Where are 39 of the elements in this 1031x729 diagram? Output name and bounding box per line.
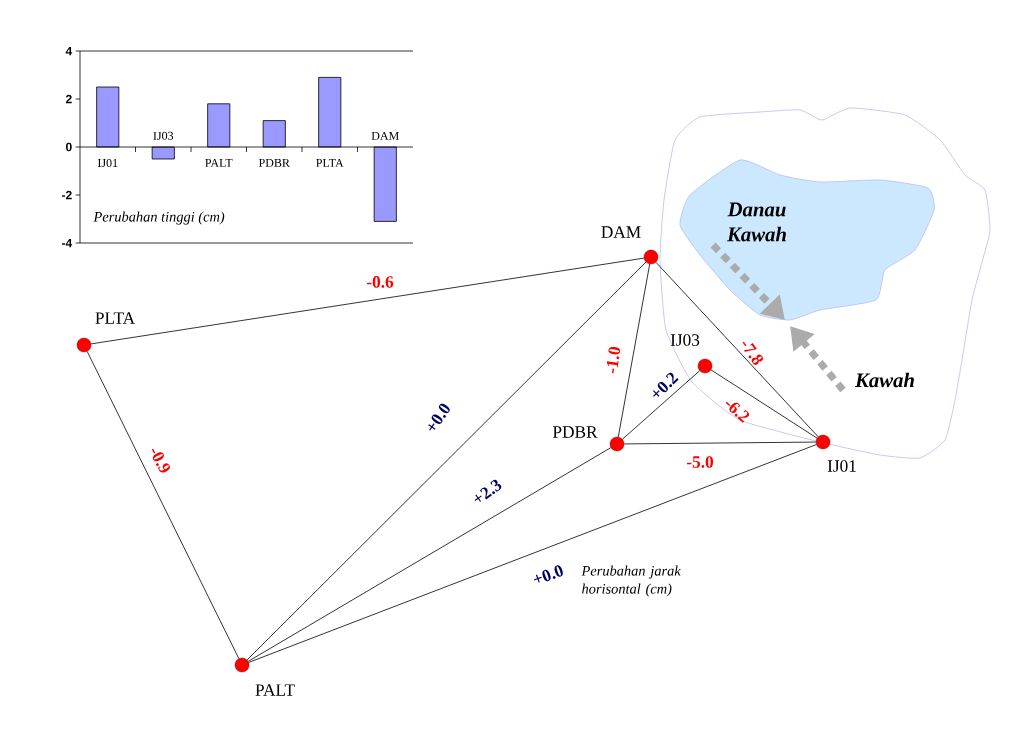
survey-line [246, 261, 647, 661]
edge-label: +2.3 [474, 479, 502, 502]
survey-line [617, 263, 651, 438]
edge-label: +0.0 [533, 565, 563, 583]
y-tick-label: -4 [62, 238, 73, 248]
edge-label: -0.6 [366, 276, 394, 288]
y-tick-label: 4 [65, 46, 73, 56]
y-tick-label: -2 [62, 190, 72, 200]
x-tick-label: IJ01 [97, 158, 118, 168]
edge-label: +0.0 [428, 403, 450, 431]
survey-line [248, 444, 817, 663]
survey-line [655, 261, 819, 438]
edge-label: -6.2 [725, 401, 750, 423]
survey-line [622, 370, 700, 440]
station-label: PALT [255, 684, 295, 696]
survey-line [623, 441, 817, 445]
station-label: DAM [601, 226, 641, 238]
x-tick-label: IJ03 [153, 131, 174, 140]
edge-label: -1.0 [606, 346, 621, 374]
edge-label: -5.0 [686, 456, 714, 468]
x-tick-label: DAM [371, 131, 399, 140]
y-tick-label: 2 [65, 94, 72, 104]
edge-label: -0.9 [151, 448, 170, 473]
survey-line [86, 351, 240, 659]
x-tick-label: PLTA [316, 158, 344, 167]
y-tick-label: 0 [66, 142, 72, 152]
edge-label: -7.8 [742, 341, 763, 365]
survey-line [710, 369, 818, 439]
lake-area: Danau Kawah [679, 159, 935, 321]
station-label: PLTA [95, 312, 135, 324]
text: Perubahan tinggi (cm) [93, 211, 225, 225]
note-text: Perubahan jarak horisontal (cm) [581, 565, 681, 597]
survey-line [247, 447, 612, 662]
station-label: IJ01 [827, 460, 856, 472]
x-tick-label: PALT [205, 158, 233, 167]
station-label: IJ03 [670, 334, 700, 346]
survey-line [90, 257, 645, 345]
x-tick-label: PDBR [258, 158, 290, 167]
station-label: PDBR [552, 426, 598, 438]
